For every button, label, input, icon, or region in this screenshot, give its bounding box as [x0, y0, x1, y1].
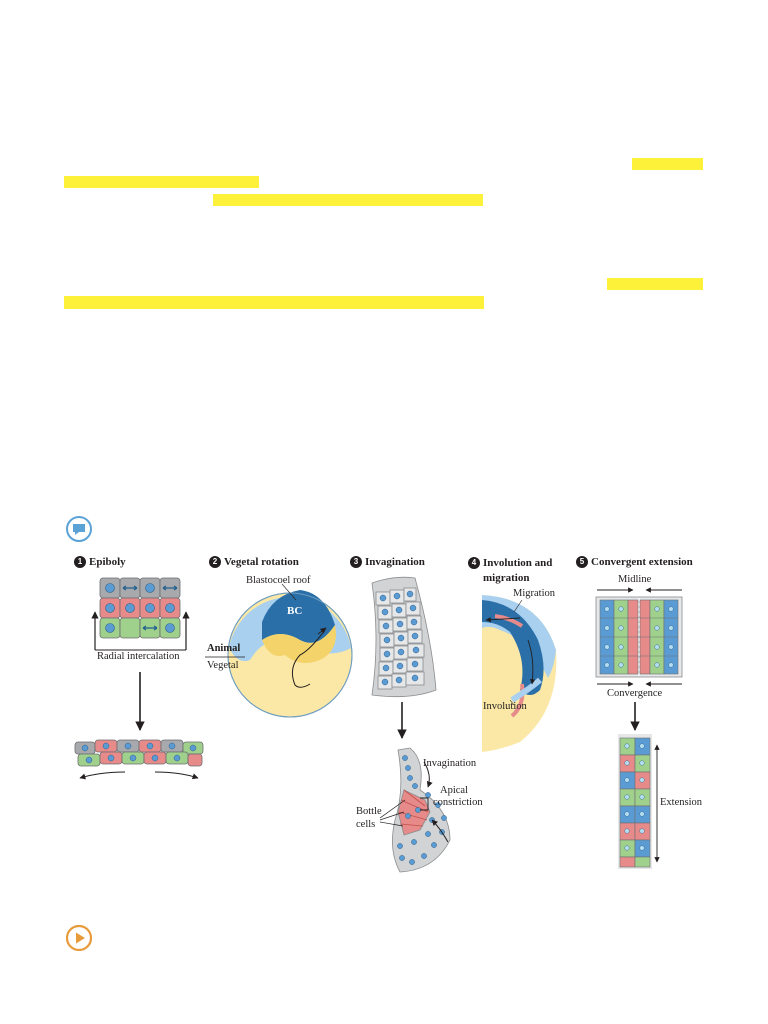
label-cells: cells	[356, 819, 376, 830]
label-blastocoel-roof: Blastocoel roof	[246, 575, 311, 586]
label-extension: Extension	[660, 797, 702, 808]
label-bottle: Bottle	[356, 806, 382, 817]
epiboly-flattened-sheet	[74, 739, 204, 780]
extended-column	[618, 734, 660, 869]
label-apical: Apical	[440, 785, 468, 796]
label-migration: Migration	[513, 588, 555, 599]
speech-bubble-icon[interactable]	[66, 516, 92, 542]
highlight-line-3	[213, 194, 483, 206]
involution-embryo	[482, 595, 557, 752]
vegetal-rotation-embryo	[205, 583, 353, 718]
epiboly-cell-grid	[91, 577, 190, 651]
invagination-nuclei	[379, 590, 420, 686]
highlight-line-5	[64, 296, 484, 309]
label-animal: Animal	[207, 643, 241, 654]
label-invagination: Invagination	[423, 758, 477, 769]
play-icon[interactable]	[66, 925, 92, 951]
label-convergence: Convergence	[607, 688, 663, 699]
label-bc: BC	[287, 605, 303, 617]
highlight-line-1	[632, 158, 703, 170]
label-radial-intercalation: Radial intercalation	[97, 651, 180, 662]
bottle-nuclei	[397, 755, 447, 865]
label-vegetal: Vegetal	[207, 660, 239, 671]
label-constriction: constriction	[433, 797, 483, 808]
label-midline: Midline	[618, 574, 652, 585]
highlight-line-2	[64, 176, 259, 188]
convergent-extension-grid	[595, 587, 683, 687]
highlight-line-4	[607, 278, 703, 290]
label-involution: Involution	[483, 701, 527, 712]
